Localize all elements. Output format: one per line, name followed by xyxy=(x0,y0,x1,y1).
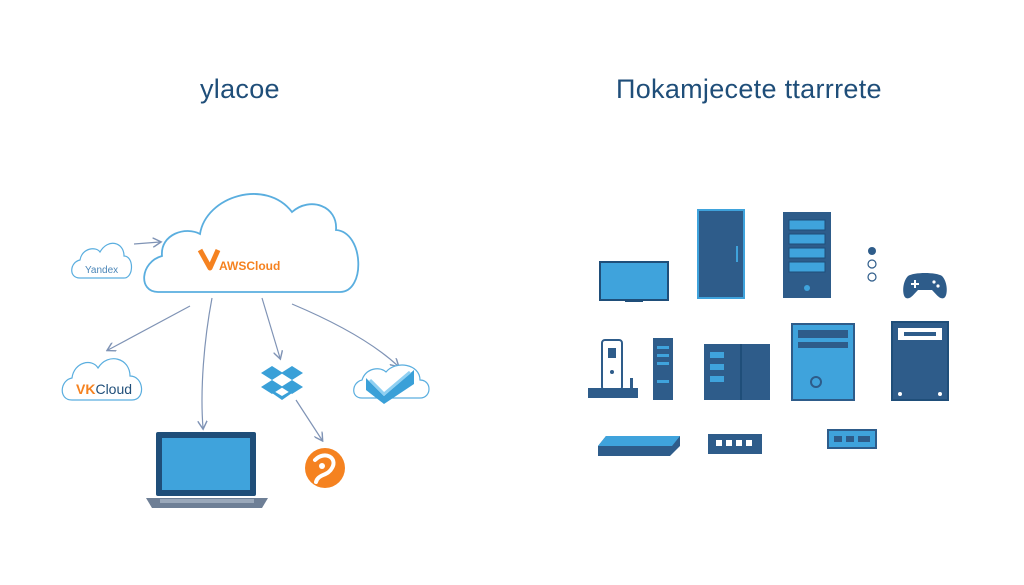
gamepad-icon xyxy=(903,273,947,299)
desktop-case-icon xyxy=(704,344,770,400)
cloud-section-title: ylacoe xyxy=(200,74,280,104)
main-cloud: AWSCloud xyxy=(143,193,360,293)
vk-label-prefix: VK xyxy=(76,381,95,397)
yandex-cloud-label: Yandex xyxy=(85,265,118,276)
modem-icon xyxy=(827,429,877,449)
vk-label-suffix: Cloud xyxy=(95,381,132,397)
router-icon xyxy=(588,339,638,398)
tower-server-icon xyxy=(783,212,831,298)
pc-tower-icon xyxy=(791,323,855,401)
vk-cloud-label: VKCloud xyxy=(76,381,132,397)
arrow-cloud-to-vk xyxy=(108,305,191,350)
storage-service-icon xyxy=(353,364,430,404)
yandex-cloud: Yandex xyxy=(71,242,133,279)
nas-device-icon xyxy=(891,321,949,401)
arrow-cloud-to-dropbox xyxy=(261,297,280,358)
slim-tower-icon xyxy=(653,338,673,400)
aws-logo-icon xyxy=(197,248,221,271)
patch-panel-icon xyxy=(708,434,762,454)
arrow-dropbox-to-orange xyxy=(295,399,322,440)
monitor-icon xyxy=(599,261,669,302)
arrow-yandex-to-cloud xyxy=(133,242,160,244)
main-cloud-label: AWSCloud xyxy=(219,259,280,273)
laptop-icon xyxy=(146,432,268,508)
dropbox-icon xyxy=(261,366,303,400)
orange-service-icon xyxy=(305,448,345,488)
status-dots-icon xyxy=(867,247,877,282)
server-rack-icon xyxy=(697,209,745,299)
arrow-cloud-to-laptop xyxy=(202,297,213,428)
hardware-section-title: Пokamjecete ttarrrete xyxy=(616,74,882,104)
vk-cloud: VKCloud xyxy=(61,358,143,401)
arrow-cloud-to-storage xyxy=(291,303,398,366)
connection-arrows xyxy=(108,242,398,440)
network-switch-icon xyxy=(598,436,680,456)
